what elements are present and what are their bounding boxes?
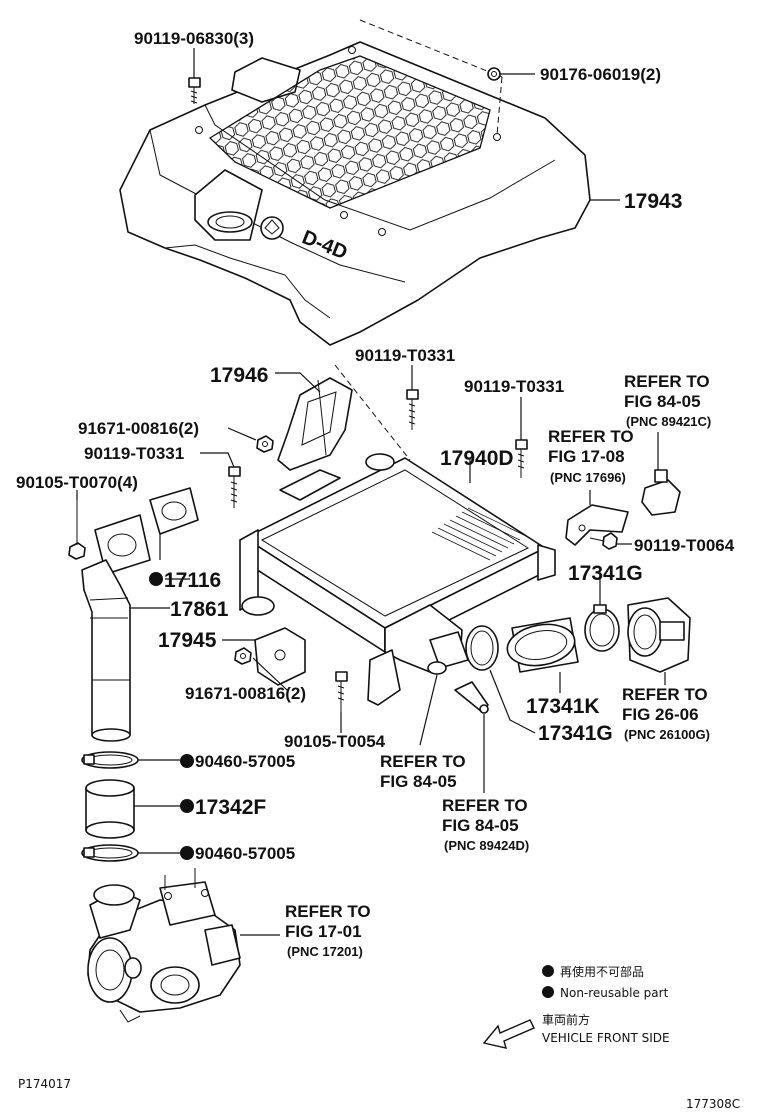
part-labels: 90119-06830(3) 90176-06019(2) 17943 9011… bbox=[16, 29, 735, 959]
gasket-label-group: 17116 bbox=[149, 569, 221, 592]
stud-bolt-label: 90105-T0070(4) bbox=[16, 473, 138, 492]
refer-84-05-low-callout: REFER TO FIG 84-05 (PNC 89424D) bbox=[442, 796, 529, 853]
cover-grommet-label: 90176-06019(2) bbox=[540, 65, 661, 84]
bracket-nut-icon bbox=[256, 435, 274, 453]
intake-pipe-label: 17861 bbox=[170, 598, 229, 621]
refer-26-06-line1: REFER TO bbox=[622, 685, 708, 704]
short-hose-label: 17342F bbox=[195, 796, 266, 819]
legend-front-jp: 車両前方 bbox=[542, 1012, 590, 1027]
front-arrow-icon bbox=[482, 1019, 535, 1049]
refer-84-05-mid-line1: REFER TO bbox=[380, 752, 466, 771]
left-bolt-label: 90119-T0331 bbox=[84, 444, 184, 463]
refer-84-05-top-callout: REFER TO FIG 84-05 (PNC 89421C) bbox=[624, 372, 711, 429]
page-code: P174017 bbox=[18, 1077, 71, 1091]
legend-dot-en bbox=[542, 986, 554, 998]
figure-code: 177308C bbox=[686, 1097, 740, 1111]
left-bolt-icon bbox=[228, 466, 241, 508]
refer-17-08-pnc: (PNC 17696) bbox=[550, 470, 626, 485]
refer-17-01-callout: REFER TO FIG 17-01 (PNC 17201) bbox=[285, 902, 371, 959]
turbocharger bbox=[87, 868, 241, 1023]
clamp-lower2 bbox=[81, 844, 139, 862]
clamp-lower-label: 17341G bbox=[538, 722, 613, 745]
cover-bolt-icon bbox=[188, 77, 201, 104]
intercooler-fins bbox=[431, 507, 527, 561]
legend-nonreusable-en: Non-reusable part bbox=[560, 986, 669, 1000]
support-label: 17945 bbox=[158, 629, 217, 652]
legend: 再使用不可部品 Non-reusable part 車両前方 VEHICLE F… bbox=[482, 964, 670, 1049]
refer-84-05-low-pnc: (PNC 89424D) bbox=[444, 838, 529, 853]
clamp-near-outlet bbox=[465, 625, 499, 671]
intake-pipe bbox=[81, 559, 131, 742]
refer-17-08-line1: REFER TO bbox=[548, 427, 634, 446]
clamp-lower2-label-group: 90460-57005 bbox=[180, 844, 295, 863]
short-hose-nonreusable-dot bbox=[180, 799, 194, 813]
cover-bolt-label: 90119-06830(3) bbox=[134, 29, 254, 48]
intercooler-label: 17940D bbox=[440, 447, 514, 470]
cover-grommet-icon bbox=[487, 67, 501, 81]
leader-lines bbox=[76, 48, 666, 936]
refer-84-05-top-pnc: (PNC 89421C) bbox=[626, 414, 711, 429]
refer-17-08-line2: FIG 17-08 bbox=[548, 447, 625, 466]
clamp-upper-nonreusable-dot bbox=[180, 754, 194, 768]
gasket bbox=[149, 487, 199, 535]
clamp-upper-label-group: 90460-57005 bbox=[180, 752, 295, 771]
refer-84-05-low-line2: FIG 84-05 bbox=[442, 816, 519, 835]
clamp-upper-label: 90460-57005 bbox=[195, 752, 295, 771]
clamp-upper-right bbox=[584, 604, 620, 652]
intercooler bbox=[239, 453, 556, 706]
top-cover-label: 17943 bbox=[624, 190, 682, 213]
bracket-nut-label: 91671-00816(2) bbox=[78, 419, 199, 438]
bracket-bolt-label: 90119-T0331 bbox=[355, 346, 455, 365]
clamp-lower2-label: 90460-57005 bbox=[195, 844, 295, 863]
sensor-bolt-label: 90119-T0064 bbox=[634, 536, 735, 555]
refer-84-05-top-line2: FIG 84-05 bbox=[624, 392, 701, 411]
engine-top-cover: D-4D bbox=[119, 19, 591, 461]
legend-dot-jp bbox=[542, 965, 554, 977]
throttle-body bbox=[627, 597, 691, 673]
short-hose bbox=[85, 779, 135, 839]
refer-84-05-low-line1: REFER TO bbox=[442, 796, 528, 815]
lower-bolt-icon bbox=[335, 671, 348, 712]
hose-label: 17341K bbox=[526, 695, 600, 718]
legend-front-en: VEHICLE FRONT SIDE bbox=[542, 1031, 670, 1045]
bracket-label: 17946 bbox=[210, 364, 268, 387]
refer-17-01-line2: FIG 17-01 bbox=[285, 922, 362, 941]
refer-26-06-callout: REFER TO FIG 26-06 (PNC 26100G) bbox=[622, 685, 710, 742]
lower-bolt-label: 90105-T0054 bbox=[284, 732, 386, 751]
short-hose-label-group: 17342F bbox=[180, 796, 266, 819]
clamp-upper-right-label: 17341G bbox=[568, 562, 643, 585]
refer-17-08-callout: REFER TO FIG 17-08 (PNC 17696) bbox=[548, 427, 634, 485]
refer-26-06-line2: FIG 26-06 bbox=[622, 705, 699, 724]
right-bolt-label: 90119-T0331 bbox=[464, 377, 564, 396]
refer-17-01-pnc: (PNC 17201) bbox=[287, 944, 363, 959]
clamp-lower2-nonreusable-dot bbox=[180, 846, 194, 860]
hose-17341k bbox=[506, 617, 579, 673]
bracket-17946 bbox=[277, 377, 353, 471]
stud-bolt-icon bbox=[68, 500, 86, 560]
gasket-nonreusable-dot bbox=[149, 572, 163, 586]
refer-84-05-mid-line2: FIG 84-05 bbox=[380, 772, 457, 791]
refer-84-05-top-line1: REFER TO bbox=[624, 372, 710, 391]
refer-26-06-pnc: (PNC 26100G) bbox=[624, 727, 710, 742]
temp-sensor bbox=[454, 681, 489, 714]
support-17945 bbox=[254, 627, 306, 686]
pressure-sensor bbox=[641, 469, 681, 516]
clamp-upper bbox=[81, 751, 139, 769]
sensor-bolt-icon bbox=[589, 532, 618, 550]
refer-17-01-line1: REFER TO bbox=[285, 902, 371, 921]
gasket-label: 17116 bbox=[164, 569, 221, 592]
support-nut-label: 91671-00816(2) bbox=[185, 684, 306, 703]
sensor-bracket bbox=[565, 504, 629, 546]
bracket-bolt-icon bbox=[406, 389, 419, 430]
refer-84-05-mid-callout: REFER TO FIG 84-05 bbox=[380, 752, 466, 791]
intake-pipe-flange bbox=[94, 514, 151, 575]
legend-nonreusable-jp: 再使用不可部品 bbox=[560, 964, 644, 979]
support-nut-icon bbox=[234, 647, 252, 665]
right-bolt-icon bbox=[515, 439, 528, 478]
